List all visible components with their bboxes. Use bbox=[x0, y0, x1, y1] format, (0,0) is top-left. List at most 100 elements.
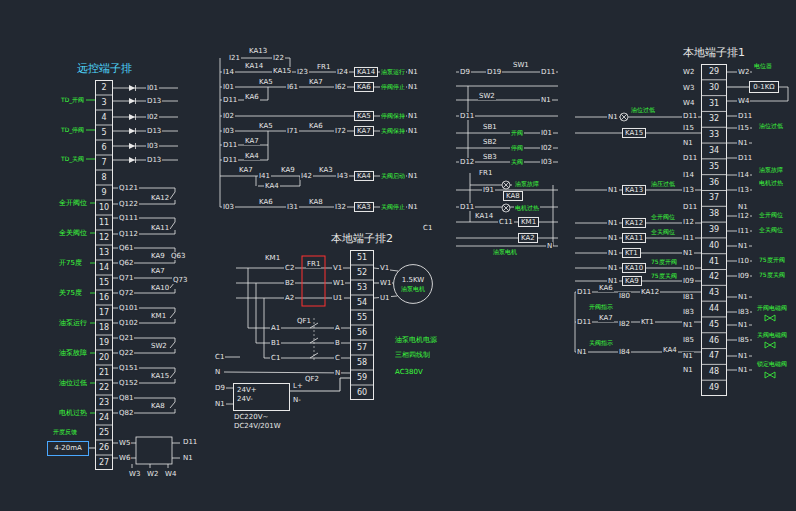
signal-name: KA9 bbox=[150, 252, 166, 260]
function-label: 关阀保持 bbox=[380, 128, 406, 135]
terminal-number: 7 bbox=[95, 158, 113, 167]
function-label: 锁定电磁阀 bbox=[756, 361, 788, 368]
box-label: 4-20mA bbox=[54, 445, 82, 452]
terminal-number: 21 bbox=[95, 368, 113, 377]
signal-name: N1 bbox=[682, 352, 694, 360]
signal-name: SW2 bbox=[478, 92, 496, 100]
terminal-strip: 远控端子排 bbox=[95, 80, 113, 470]
signal-name: KA8 bbox=[308, 198, 324, 206]
terminal-number: 8 bbox=[95, 173, 113, 182]
function-label: 全关阀位 bbox=[58, 229, 88, 237]
signal-name: N1 bbox=[607, 234, 619, 242]
terminal-number: 40 bbox=[701, 241, 727, 250]
wire bbox=[172, 458, 180, 459]
wire-connector bbox=[290, 378, 350, 391]
wire bbox=[701, 95, 727, 96]
signal-name: N1 bbox=[737, 203, 749, 211]
signal-name: I21 bbox=[228, 54, 241, 62]
wire bbox=[168, 464, 169, 468]
wire bbox=[95, 365, 113, 366]
signal-name: KA6 bbox=[308, 122, 324, 130]
signal-name: U1 bbox=[332, 294, 344, 302]
signal-name: I13 bbox=[737, 186, 750, 194]
signal-name: N1 bbox=[607, 264, 619, 272]
signal-name: I12 bbox=[682, 218, 695, 226]
signal-name: KA6 bbox=[258, 198, 274, 206]
signal-name: KA7 bbox=[150, 267, 166, 275]
wire bbox=[95, 320, 113, 321]
signal-name: Q152 bbox=[118, 379, 139, 387]
wire bbox=[132, 464, 133, 468]
signal-name: I23 bbox=[296, 68, 309, 76]
terminal-number: 29 bbox=[701, 67, 727, 76]
terminal-number: 13 bbox=[95, 248, 113, 257]
signal-name: I83 bbox=[682, 308, 695, 316]
function-label: 三相四线制 bbox=[394, 351, 431, 359]
terminal-number: 26 bbox=[95, 443, 113, 452]
signal-name: W1 bbox=[379, 279, 392, 287]
wire bbox=[95, 335, 113, 336]
terminal-number: 42 bbox=[701, 273, 727, 282]
wire bbox=[170, 402, 175, 408]
motor-circle: 1.5KW油泵电机 bbox=[393, 264, 433, 304]
function-label: 停阀 bbox=[510, 145, 524, 152]
lamp-symbol bbox=[620, 113, 628, 121]
function-label: 75度开阀 bbox=[650, 259, 678, 266]
signal-name: KA6 bbox=[244, 93, 260, 101]
terminal-number: 6 bbox=[95, 143, 113, 152]
terminal-number: 14 bbox=[95, 263, 113, 272]
diode-symbol bbox=[129, 85, 135, 91]
wire bbox=[135, 157, 136, 163]
signal-name: D11 bbox=[540, 68, 556, 76]
signal-name: I84 bbox=[618, 348, 631, 356]
wire bbox=[95, 200, 113, 201]
terminal-number: 41 bbox=[701, 257, 727, 266]
signal-name: Q82 bbox=[118, 409, 134, 417]
motor-circle-outline bbox=[394, 265, 433, 304]
signal-name: N1 bbox=[682, 366, 694, 374]
terminal-number: 19 bbox=[95, 338, 113, 347]
coil-label: KA10 bbox=[622, 263, 646, 273]
wire bbox=[468, 86, 469, 162]
signal-name: I31 bbox=[286, 203, 299, 211]
wire bbox=[170, 222, 175, 229]
motor-label: 油泵电机 bbox=[401, 285, 425, 292]
diode-symbol bbox=[129, 128, 135, 134]
signal-name: Q121 bbox=[118, 184, 139, 192]
signal-name: KA7 bbox=[238, 166, 254, 174]
signal-name: W4 bbox=[682, 99, 695, 107]
wire bbox=[95, 275, 113, 276]
wire bbox=[95, 110, 113, 111]
signal-name: I14 bbox=[737, 171, 750, 179]
motor-label: 1.5KW bbox=[402, 276, 424, 284]
signal-name: I10 bbox=[682, 264, 695, 272]
wire bbox=[248, 268, 350, 328]
signal-name: I11 bbox=[737, 227, 750, 235]
signal-name: N1 bbox=[540, 96, 552, 104]
signal-name: L+ bbox=[292, 382, 304, 390]
function-label: 全关阀位 bbox=[650, 229, 676, 236]
signal-name: Q102 bbox=[118, 319, 139, 327]
signal-name: D13 bbox=[146, 156, 162, 164]
valve-symbol bbox=[765, 342, 775, 348]
wire bbox=[95, 410, 113, 411]
signal-name: QF2 bbox=[304, 375, 320, 383]
wire bbox=[95, 185, 113, 186]
wire bbox=[350, 370, 374, 371]
signal-name: I61 bbox=[286, 83, 299, 91]
signal-name: W6 bbox=[118, 454, 131, 462]
terminal-number: 23 bbox=[95, 398, 113, 407]
terminal-number: 18 bbox=[95, 323, 113, 332]
terminal-number: 49 bbox=[701, 383, 727, 392]
wire bbox=[350, 265, 374, 266]
wire bbox=[503, 205, 509, 211]
signal-name: I02 bbox=[146, 113, 159, 121]
signal-name: I03 bbox=[540, 158, 553, 166]
valve-symbol bbox=[765, 372, 775, 378]
terminal-number: 46 bbox=[701, 336, 727, 345]
terminal-number: 51 bbox=[350, 253, 374, 262]
thermal-relay-box bbox=[302, 256, 325, 306]
wire bbox=[701, 79, 727, 80]
signal-name: D11 bbox=[459, 203, 475, 211]
